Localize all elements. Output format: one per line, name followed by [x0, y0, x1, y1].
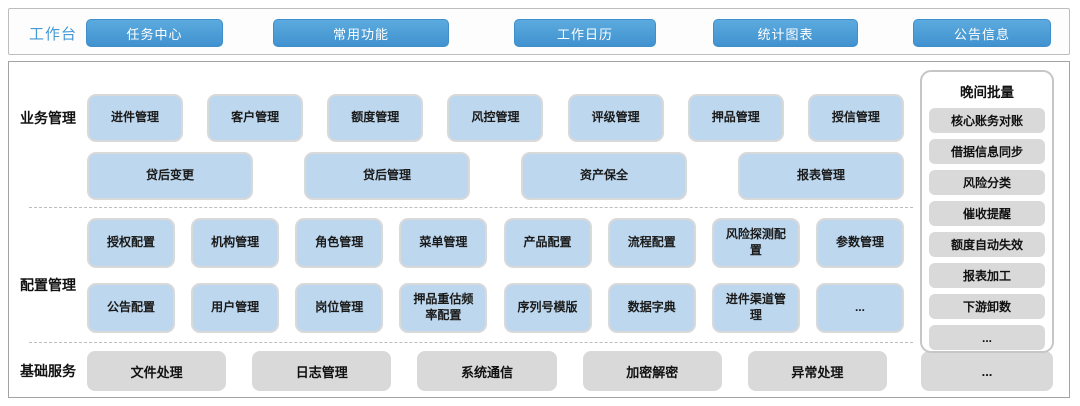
module-box: 流程配置 — [607, 218, 696, 268]
section-label-business: 业务管理 — [20, 110, 76, 126]
ellipsis-box: ... — [929, 325, 1045, 350]
module-box: 序列号模版 — [503, 283, 592, 333]
section-label-config: 配置管理 — [20, 277, 76, 293]
workbench-button-work-calendar[interactable]: 工作日历 — [514, 19, 656, 47]
service-box: 系统通信 — [417, 351, 557, 391]
workbench-bar: 工作台 任务中心 常用功能 工作日历 统计图表 公告信息 — [8, 8, 1070, 55]
module-box: 产品配置 — [503, 218, 592, 268]
base-services-row: 文件处理 日志管理 系统通信 加密解密 异常处理 — [87, 351, 888, 391]
batch-item: 额度自动失效 — [929, 232, 1045, 257]
service-box: 加密解密 — [582, 351, 722, 391]
service-box: 文件处理 — [87, 351, 227, 391]
module-box: 菜单管理 — [399, 218, 488, 268]
section-config: 配置管理 授权配置 机构管理 角色管理 菜单管理 产品配置 流程配置 风险探测配… — [9, 218, 1069, 333]
module-box: 额度管理 — [327, 94, 424, 142]
module-box: 进件管理 — [87, 94, 183, 142]
section-base: 基础服务 文件处理 日志管理 系统通信 加密解密 异常处理 ... — [9, 351, 1069, 391]
batch-item: 核心账务对账 — [929, 108, 1045, 133]
night-batch-panel: 晚间批量 核心账务对账 借据信息同步 风险分类 催收提醒 额度自动失效 报表加工… — [920, 70, 1054, 353]
business-row-1: 进件管理 客户管理 额度管理 风控管理 评级管理 押品管理 授信管理 — [87, 94, 904, 142]
module-box: 授权配置 — [87, 218, 175, 268]
ellipsis-box: ... — [815, 283, 904, 333]
workbench-button-announcements[interactable]: 公告信息 — [913, 19, 1051, 47]
business-row-2: 贷后变更 贷后管理 资产保全 报表管理 — [87, 152, 904, 200]
module-box: 押品重估频率配置 — [399, 283, 488, 333]
module-box: 进件渠道管理 — [711, 283, 800, 333]
module-box: 资产保全 — [521, 152, 687, 200]
module-box: 机构管理 — [191, 218, 280, 268]
module-box: 贷后管理 — [304, 152, 470, 200]
batch-item: 报表加工 — [929, 263, 1045, 288]
module-box: 风控管理 — [447, 94, 544, 142]
config-row-2: 公告配置 用户管理 岗位管理 押品重估频率配置 序列号模版 数据字典 进件渠道管… — [87, 283, 904, 333]
section-divider — [29, 342, 913, 343]
service-box: 异常处理 — [747, 351, 888, 391]
ellipsis-box: ... — [921, 351, 1053, 391]
section-label-base: 基础服务 — [20, 363, 76, 379]
batch-item: 风险分类 — [929, 170, 1045, 195]
module-box: 用户管理 — [191, 283, 280, 333]
module-box: 评级管理 — [567, 94, 664, 142]
module-box: 岗位管理 — [295, 283, 384, 333]
architecture-panel: 业务管理 进件管理 客户管理 额度管理 风控管理 评级管理 押品管理 授信管理 … — [8, 61, 1070, 398]
module-box: 公告配置 — [87, 283, 175, 333]
config-row-1: 授权配置 机构管理 角色管理 菜单管理 产品配置 流程配置 风险探测配置 参数管… — [87, 218, 904, 268]
workbench-label: 工作台 — [29, 26, 78, 43]
module-box: 押品管理 — [687, 94, 784, 142]
module-box: 报表管理 — [738, 152, 904, 200]
section-divider — [29, 207, 913, 208]
workbench-button-statistics-charts[interactable]: 统计图表 — [713, 19, 858, 47]
batch-item: 下游卸数 — [929, 294, 1045, 319]
workbench-button-task-center[interactable]: 任务中心 — [86, 19, 223, 47]
service-box: 日志管理 — [252, 351, 392, 391]
module-box: 贷后变更 — [87, 152, 253, 200]
module-box: 角色管理 — [295, 218, 384, 268]
batch-item: 催收提醒 — [929, 201, 1045, 226]
night-batch-title: 晚间批量 — [960, 85, 1014, 100]
module-box: 授信管理 — [807, 94, 904, 142]
batch-item: 借据信息同步 — [929, 139, 1045, 164]
workbench-button-common-functions[interactable]: 常用功能 — [273, 19, 449, 47]
module-box: 参数管理 — [815, 218, 904, 268]
module-box: 风险探测配置 — [711, 218, 800, 268]
module-box: 客户管理 — [207, 94, 304, 142]
section-business: 业务管理 进件管理 客户管理 额度管理 风控管理 评级管理 押品管理 授信管理 … — [9, 94, 1069, 200]
module-box: 数据字典 — [607, 283, 696, 333]
